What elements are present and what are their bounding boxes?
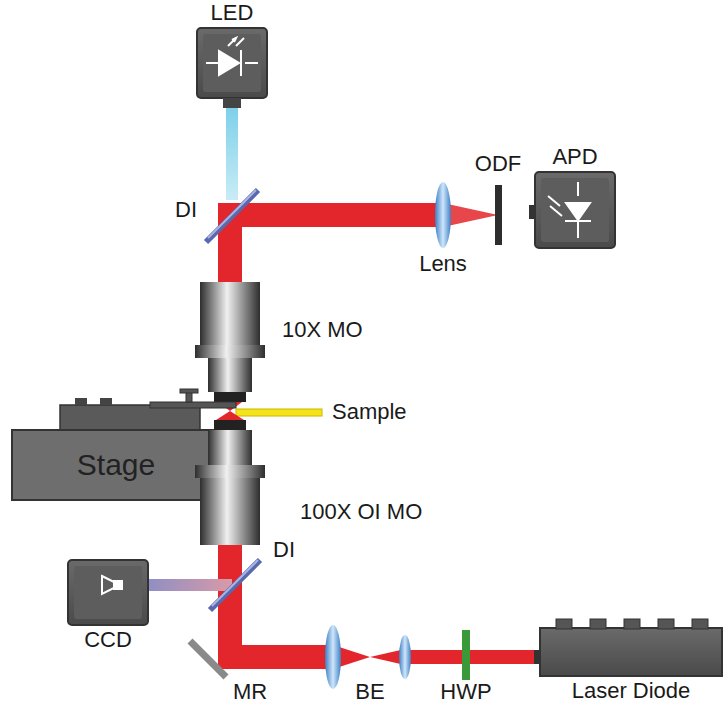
beam-expander-label: BE bbox=[355, 680, 384, 704]
filter-label: ODF bbox=[475, 152, 521, 176]
sample-label: Sample bbox=[332, 400, 407, 424]
device-label: LED bbox=[211, 1, 254, 25]
led-box: LED bbox=[197, 28, 267, 98]
apd-box: APD bbox=[535, 172, 615, 248]
ccd-box: CCD bbox=[68, 560, 148, 625]
laser-diode-box: Laser Diode bbox=[540, 628, 722, 676]
device-label: Laser Diode bbox=[572, 679, 691, 703]
mirror-label: MR bbox=[233, 680, 267, 704]
device-label: APD bbox=[552, 145, 597, 169]
mirror-label: DI bbox=[175, 198, 197, 222]
objective-label: 100X OI MO bbox=[300, 500, 422, 524]
mirror-label: DI bbox=[273, 538, 295, 562]
objective-label: 10X MO bbox=[282, 318, 363, 342]
device-label: Stage bbox=[77, 448, 155, 482]
waveplate-label: HWP bbox=[440, 680, 491, 704]
stage-box: Stage bbox=[12, 430, 220, 500]
device-label: CCD bbox=[84, 628, 132, 652]
lens-label: Lens bbox=[419, 252, 467, 276]
